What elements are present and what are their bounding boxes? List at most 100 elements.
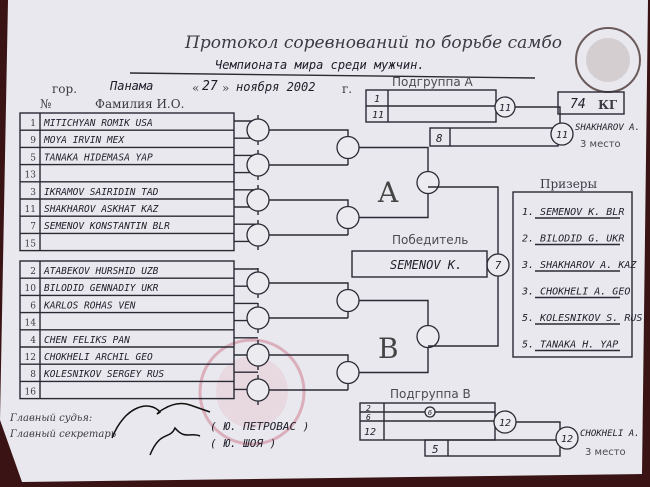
subgroup-a-circle-2 bbox=[550, 122, 574, 146]
subgroup-b-place: 3 место bbox=[585, 447, 626, 458]
subgroup-b-opponent-box bbox=[424, 439, 561, 457]
prize-item: 5. KOLESNIKOV S. RUS bbox=[522, 313, 642, 324]
subgroup-b-entry: 2 bbox=[366, 404, 371, 413]
weight-value: 74 bbox=[570, 97, 586, 112]
group-a-round1-circle bbox=[246, 188, 270, 212]
group-b-final-circle bbox=[416, 324, 440, 349]
participant-number: 15 bbox=[25, 239, 37, 249]
signature-secretary bbox=[149, 426, 201, 456]
group-b-round1-circle bbox=[246, 306, 270, 330]
subgroup-b-circle-1 bbox=[493, 410, 517, 434]
participant-number: 3 bbox=[30, 188, 36, 198]
group-a-label: A bbox=[377, 176, 399, 209]
prizes-box bbox=[512, 191, 633, 358]
prize-item: 3. SHAKHAROV A. KAZ bbox=[521, 260, 637, 271]
prize-item: 2. BILODID G. UKR bbox=[522, 234, 624, 245]
subgroup-a-circle-1 bbox=[494, 96, 516, 118]
subgroup-a-winner1: 11 bbox=[499, 103, 511, 114]
quote-close: » bbox=[222, 81, 229, 95]
participant-number: 16 bbox=[25, 387, 37, 397]
subgroup-b-winner1: 12 bbox=[499, 418, 511, 429]
participant-name: SEMENOV KONSTANTIN BLR bbox=[44, 221, 170, 232]
group-b-round2-circle bbox=[336, 360, 360, 385]
participant-name: KOLESNIKOV SERGEY RUS bbox=[43, 369, 164, 380]
winner-name: SEMENOV K. bbox=[390, 258, 462, 272]
quote-open: « bbox=[192, 81, 199, 95]
date-month-year: ноября 2002 bbox=[236, 80, 315, 94]
participant-number: 7 bbox=[30, 222, 36, 232]
participant-number: 4 bbox=[30, 336, 36, 346]
subgroup-b-inner-circle bbox=[424, 406, 436, 418]
winner-label: Победитель bbox=[392, 233, 468, 247]
subgroup-a-winner2: 11 bbox=[556, 130, 568, 141]
subgroup-b-entry: 12 bbox=[364, 427, 376, 438]
weight-box bbox=[557, 91, 625, 115]
participant-name: SHAKHAROV ASKHAT KAZ bbox=[44, 204, 159, 215]
participant-name: CHOKHELI ARCHIL GEO bbox=[44, 352, 153, 363]
subgroup-b-winner2: 12 bbox=[561, 434, 573, 445]
winner-box bbox=[351, 250, 488, 278]
participant-number: 2 bbox=[30, 267, 36, 277]
event-name: Чемпионата мира среди мужчин. bbox=[215, 58, 425, 72]
participant-number: 13 bbox=[25, 171, 37, 181]
date-day: 27 bbox=[202, 79, 218, 94]
event-underline bbox=[129, 72, 536, 79]
city-value: Панама bbox=[109, 79, 153, 93]
participant-name: MITICHYAN ROMIK USA bbox=[43, 118, 153, 129]
participant-number: 8 bbox=[30, 370, 36, 380]
group-b-label: B bbox=[378, 332, 399, 365]
signature-judge bbox=[111, 402, 211, 439]
group-b-round1-circle bbox=[246, 378, 270, 402]
participant-number: 9 bbox=[30, 136, 36, 146]
participant-number: 12 bbox=[25, 353, 36, 363]
secretary-name: ( Ю. ШОЯ ) bbox=[210, 437, 276, 450]
name-header: Фамилия И.О. bbox=[95, 97, 184, 111]
group-b-round1-circle bbox=[246, 271, 270, 295]
participant-number: 10 bbox=[25, 284, 37, 294]
group-a-round1-circle bbox=[246, 153, 270, 177]
subgroup-b-circle-2 bbox=[555, 426, 579, 450]
number-header: № bbox=[40, 97, 51, 111]
participant-name: KARLOS ROHAS VEN bbox=[43, 300, 136, 311]
participant-name: ATABEKOV HURSHID UZB bbox=[43, 266, 159, 277]
weight-unit: КГ bbox=[598, 98, 618, 112]
document-title: Протокол соревнований по борьбе самбо bbox=[184, 33, 562, 53]
group-a-round2-circle bbox=[336, 135, 360, 160]
prize-item: 3. CHOKHELI A. GEO bbox=[521, 287, 630, 298]
subgroup-b-opponent: 5 bbox=[432, 443, 439, 456]
subgroup-b-inner: 6 bbox=[428, 409, 432, 417]
year-suffix: г. bbox=[342, 82, 352, 96]
prize-item: 1. SEMENOV K. BLR bbox=[522, 207, 624, 218]
stamp-red bbox=[198, 338, 306, 446]
group-a-round1-circle bbox=[246, 223, 270, 247]
city-label: гор. bbox=[52, 82, 77, 96]
group-a-final-circle bbox=[416, 170, 440, 195]
subgroup-a-opponent: 8 bbox=[436, 132, 443, 145]
subgroup-a-entry: 11 bbox=[372, 110, 384, 121]
group-b-round1-circle bbox=[246, 343, 270, 367]
judge-name: ( Ю. ПЕТРОВАС ) bbox=[210, 420, 309, 433]
subgroup-a-place: 3 место bbox=[580, 139, 621, 150]
prizes-label: Призеры bbox=[540, 177, 597, 191]
group-b-round2-circle bbox=[336, 288, 360, 313]
participant-name: BILODID GENNADIY UKR bbox=[44, 283, 159, 294]
participant-name: MOYA IRVIN MEX bbox=[43, 135, 125, 146]
subgroup-a-third: SHAKHAROV A. bbox=[575, 123, 640, 133]
participant-number: 14 bbox=[25, 319, 37, 329]
judge-label: Главный судья: bbox=[9, 413, 92, 424]
subgroup-b-third: CHOKHELI A. bbox=[580, 429, 640, 439]
participant-number: 5 bbox=[30, 153, 36, 163]
participant-number: 6 bbox=[30, 301, 36, 311]
subgroup-b-entry: 6 bbox=[366, 413, 371, 422]
participant-name: CHEN FELIKS PAN bbox=[44, 335, 130, 346]
group-a-round1-circle bbox=[246, 118, 270, 142]
participant-number: 1 bbox=[30, 119, 36, 129]
subgroup-b-label: Подгруппа B bbox=[390, 387, 471, 401]
group-a-round2-circle bbox=[336, 205, 360, 230]
participant-name: IKRAMOV SAIRIDIN TAD bbox=[44, 187, 159, 198]
secretary-label: Главный секретарь bbox=[9, 429, 116, 440]
subgroup-a-label: Подгруппа А bbox=[392, 75, 474, 89]
participant-number: 11 bbox=[25, 205, 36, 215]
